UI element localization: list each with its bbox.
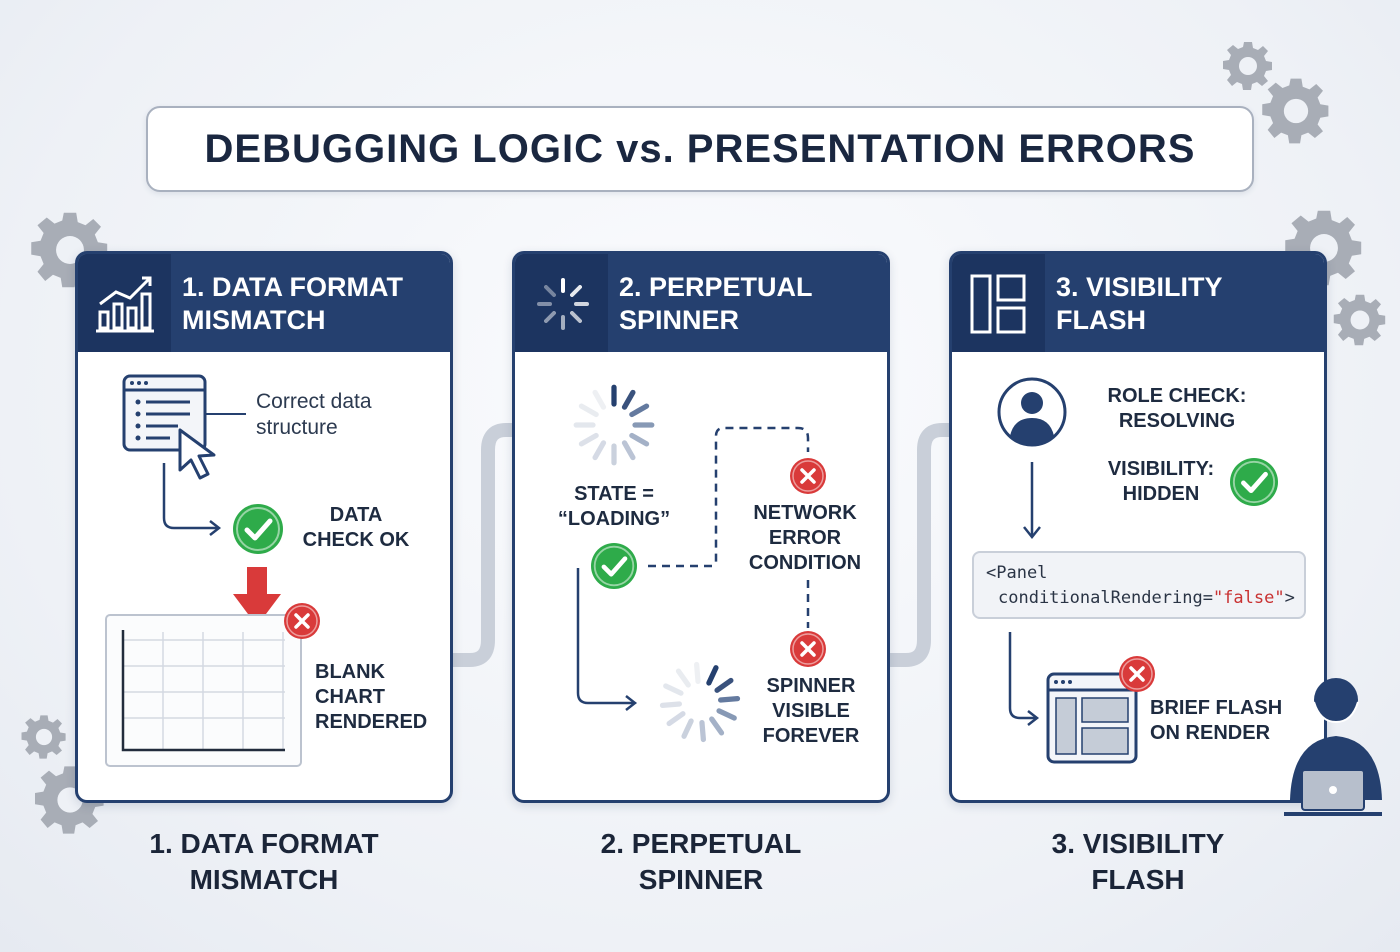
- panel-header: 1. DATA FORMAT MISMATCH: [78, 254, 450, 352]
- visibility-hidden-label: VISIBILITY: HIDDEN: [1107, 458, 1215, 505]
- bottom-label-perpetual-spinner: 2. PERPETUAL SPINNER: [600, 828, 802, 895]
- correct-data-structure-note: Correct data structure: [256, 390, 372, 439]
- gear-icon: [1333, 294, 1386, 346]
- panel-header: 2. PERPETUAL SPINNER: [515, 254, 887, 352]
- connector-1-2: [445, 423, 521, 667]
- gear-icon: [1262, 78, 1329, 144]
- page-title: DEBUGGING LOGIC vs. PRESENTATION ERRORS: [204, 126, 1196, 171]
- data-check-ok-label: DATA CHECK OK: [302, 504, 410, 551]
- panel-header: 3. VISIBILITY FLASH: [952, 254, 1324, 352]
- brief-flash-on-render-label: BRIEF FLASH ON RENDER: [1150, 697, 1283, 744]
- gear-icon: [21, 715, 66, 759]
- role-check-resolving-label: ROLE CHECK: RESOLVING: [1107, 385, 1247, 432]
- spinner-visible-forever-label: SPINNER VISIBLE FOREVER: [762, 675, 860, 747]
- spinner-icon: [515, 254, 608, 352]
- layout-icon: [952, 254, 1045, 352]
- state-loading-label: STATE = “LOADING”: [557, 483, 671, 530]
- panel-title: 1. DATA FORMAT MISMATCH: [182, 272, 403, 335]
- gear-icon: [1223, 42, 1272, 90]
- bottom-label-data-format: 1. DATA FORMAT MISMATCH: [149, 828, 379, 895]
- code-snippet: <Panel conditionalRendering="false">: [972, 551, 1306, 619]
- connector-2-3: [881, 423, 957, 667]
- page-title-box: DEBUGGING LOGIC vs. PRESENTATION ERRORS: [146, 106, 1254, 192]
- network-error-condition-label: NETWORK ERROR CONDITION: [748, 502, 862, 574]
- bottom-label-visibility-flash: 3. VISIBILITY FLASH: [1051, 828, 1225, 895]
- bar-chart-icon: [78, 254, 171, 352]
- blank-chart-rendered-label: BLANK CHART RENDERED: [315, 661, 428, 733]
- panel-title: 3. VISIBILITY FLASH: [1056, 272, 1223, 335]
- panel-title: 2. PERPETUAL SPINNER: [619, 272, 813, 335]
